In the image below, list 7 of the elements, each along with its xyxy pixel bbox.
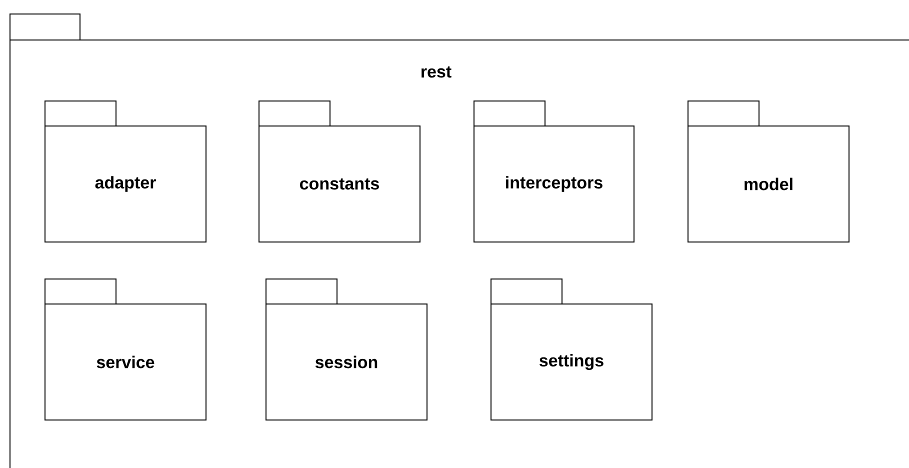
package-box: interceptors: [474, 100, 634, 242]
package-box: settings: [490, 278, 653, 420]
package-box: constants: [258, 100, 420, 242]
package-box: model: [688, 100, 850, 242]
package-box: session: [266, 278, 428, 420]
package-box: service: [44, 278, 206, 420]
package-box: adapter: [44, 100, 206, 242]
